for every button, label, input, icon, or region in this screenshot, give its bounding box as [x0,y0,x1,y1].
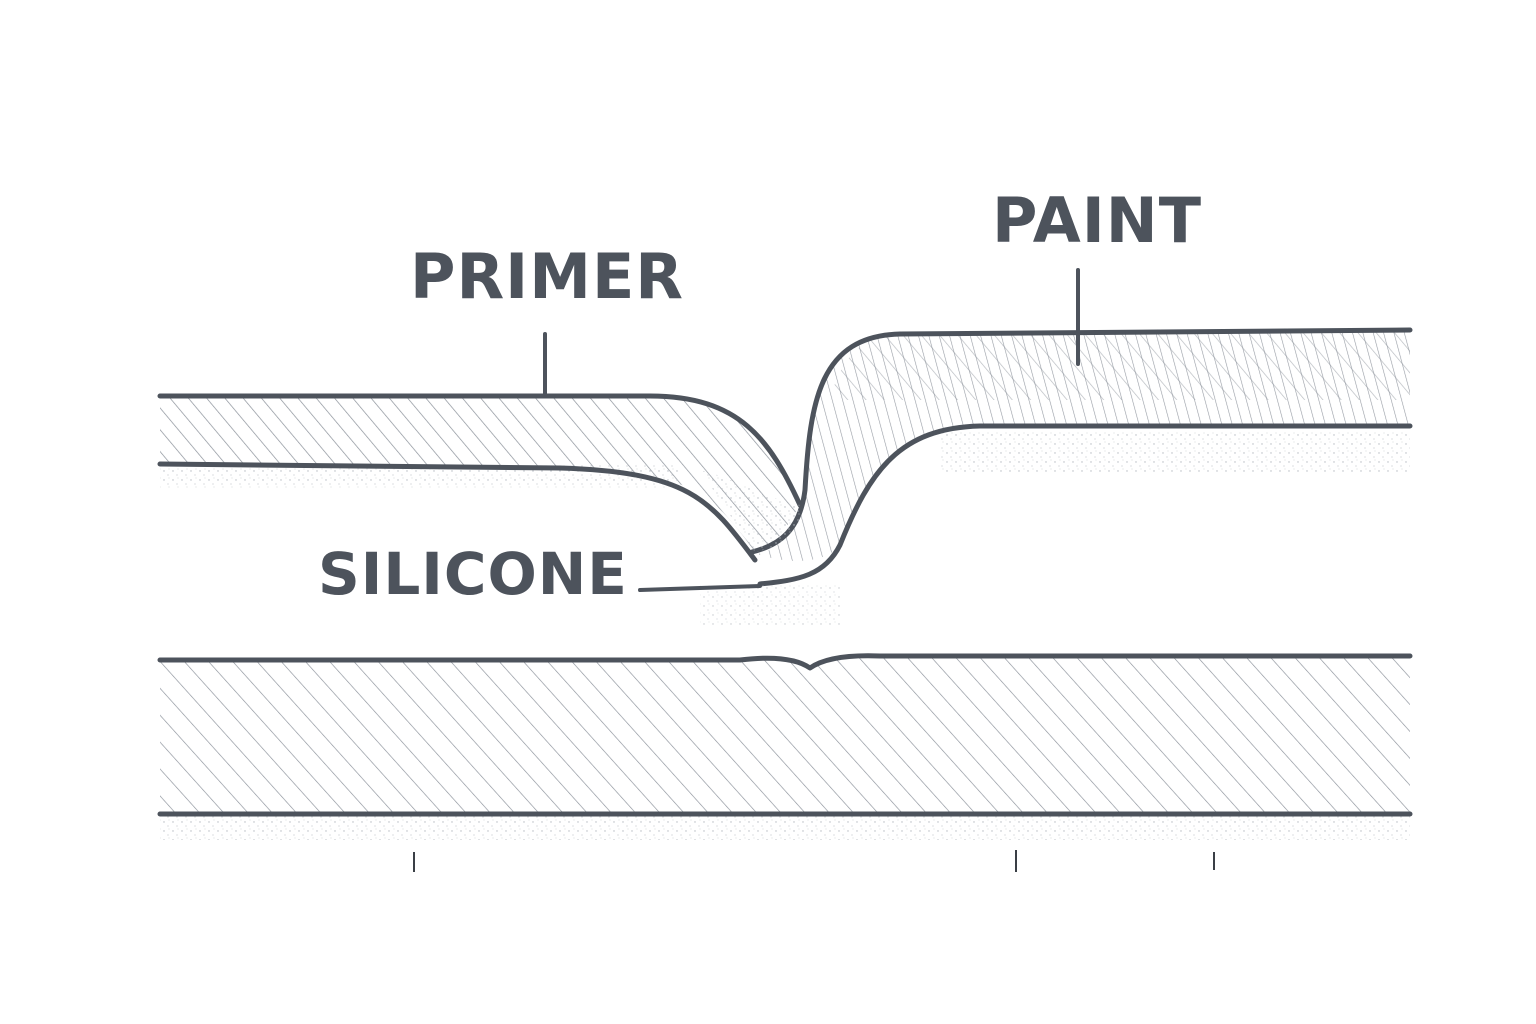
silicone-label: SILICONE [318,540,628,608]
silicone-bead [700,470,840,625]
primer-label: PRIMER [410,240,684,313]
primer-top-edge [157,393,803,508]
primer-layer [157,393,803,563]
paint-bottom-edge [757,423,1413,587]
primer-bottom-edge [157,461,758,563]
substrate-layer [157,653,1413,872]
paint-layer [749,327,1413,587]
substrate-top-edge [157,653,1413,671]
paint-label: PAINT [992,184,1202,257]
silicone-leader-line [638,584,762,592]
